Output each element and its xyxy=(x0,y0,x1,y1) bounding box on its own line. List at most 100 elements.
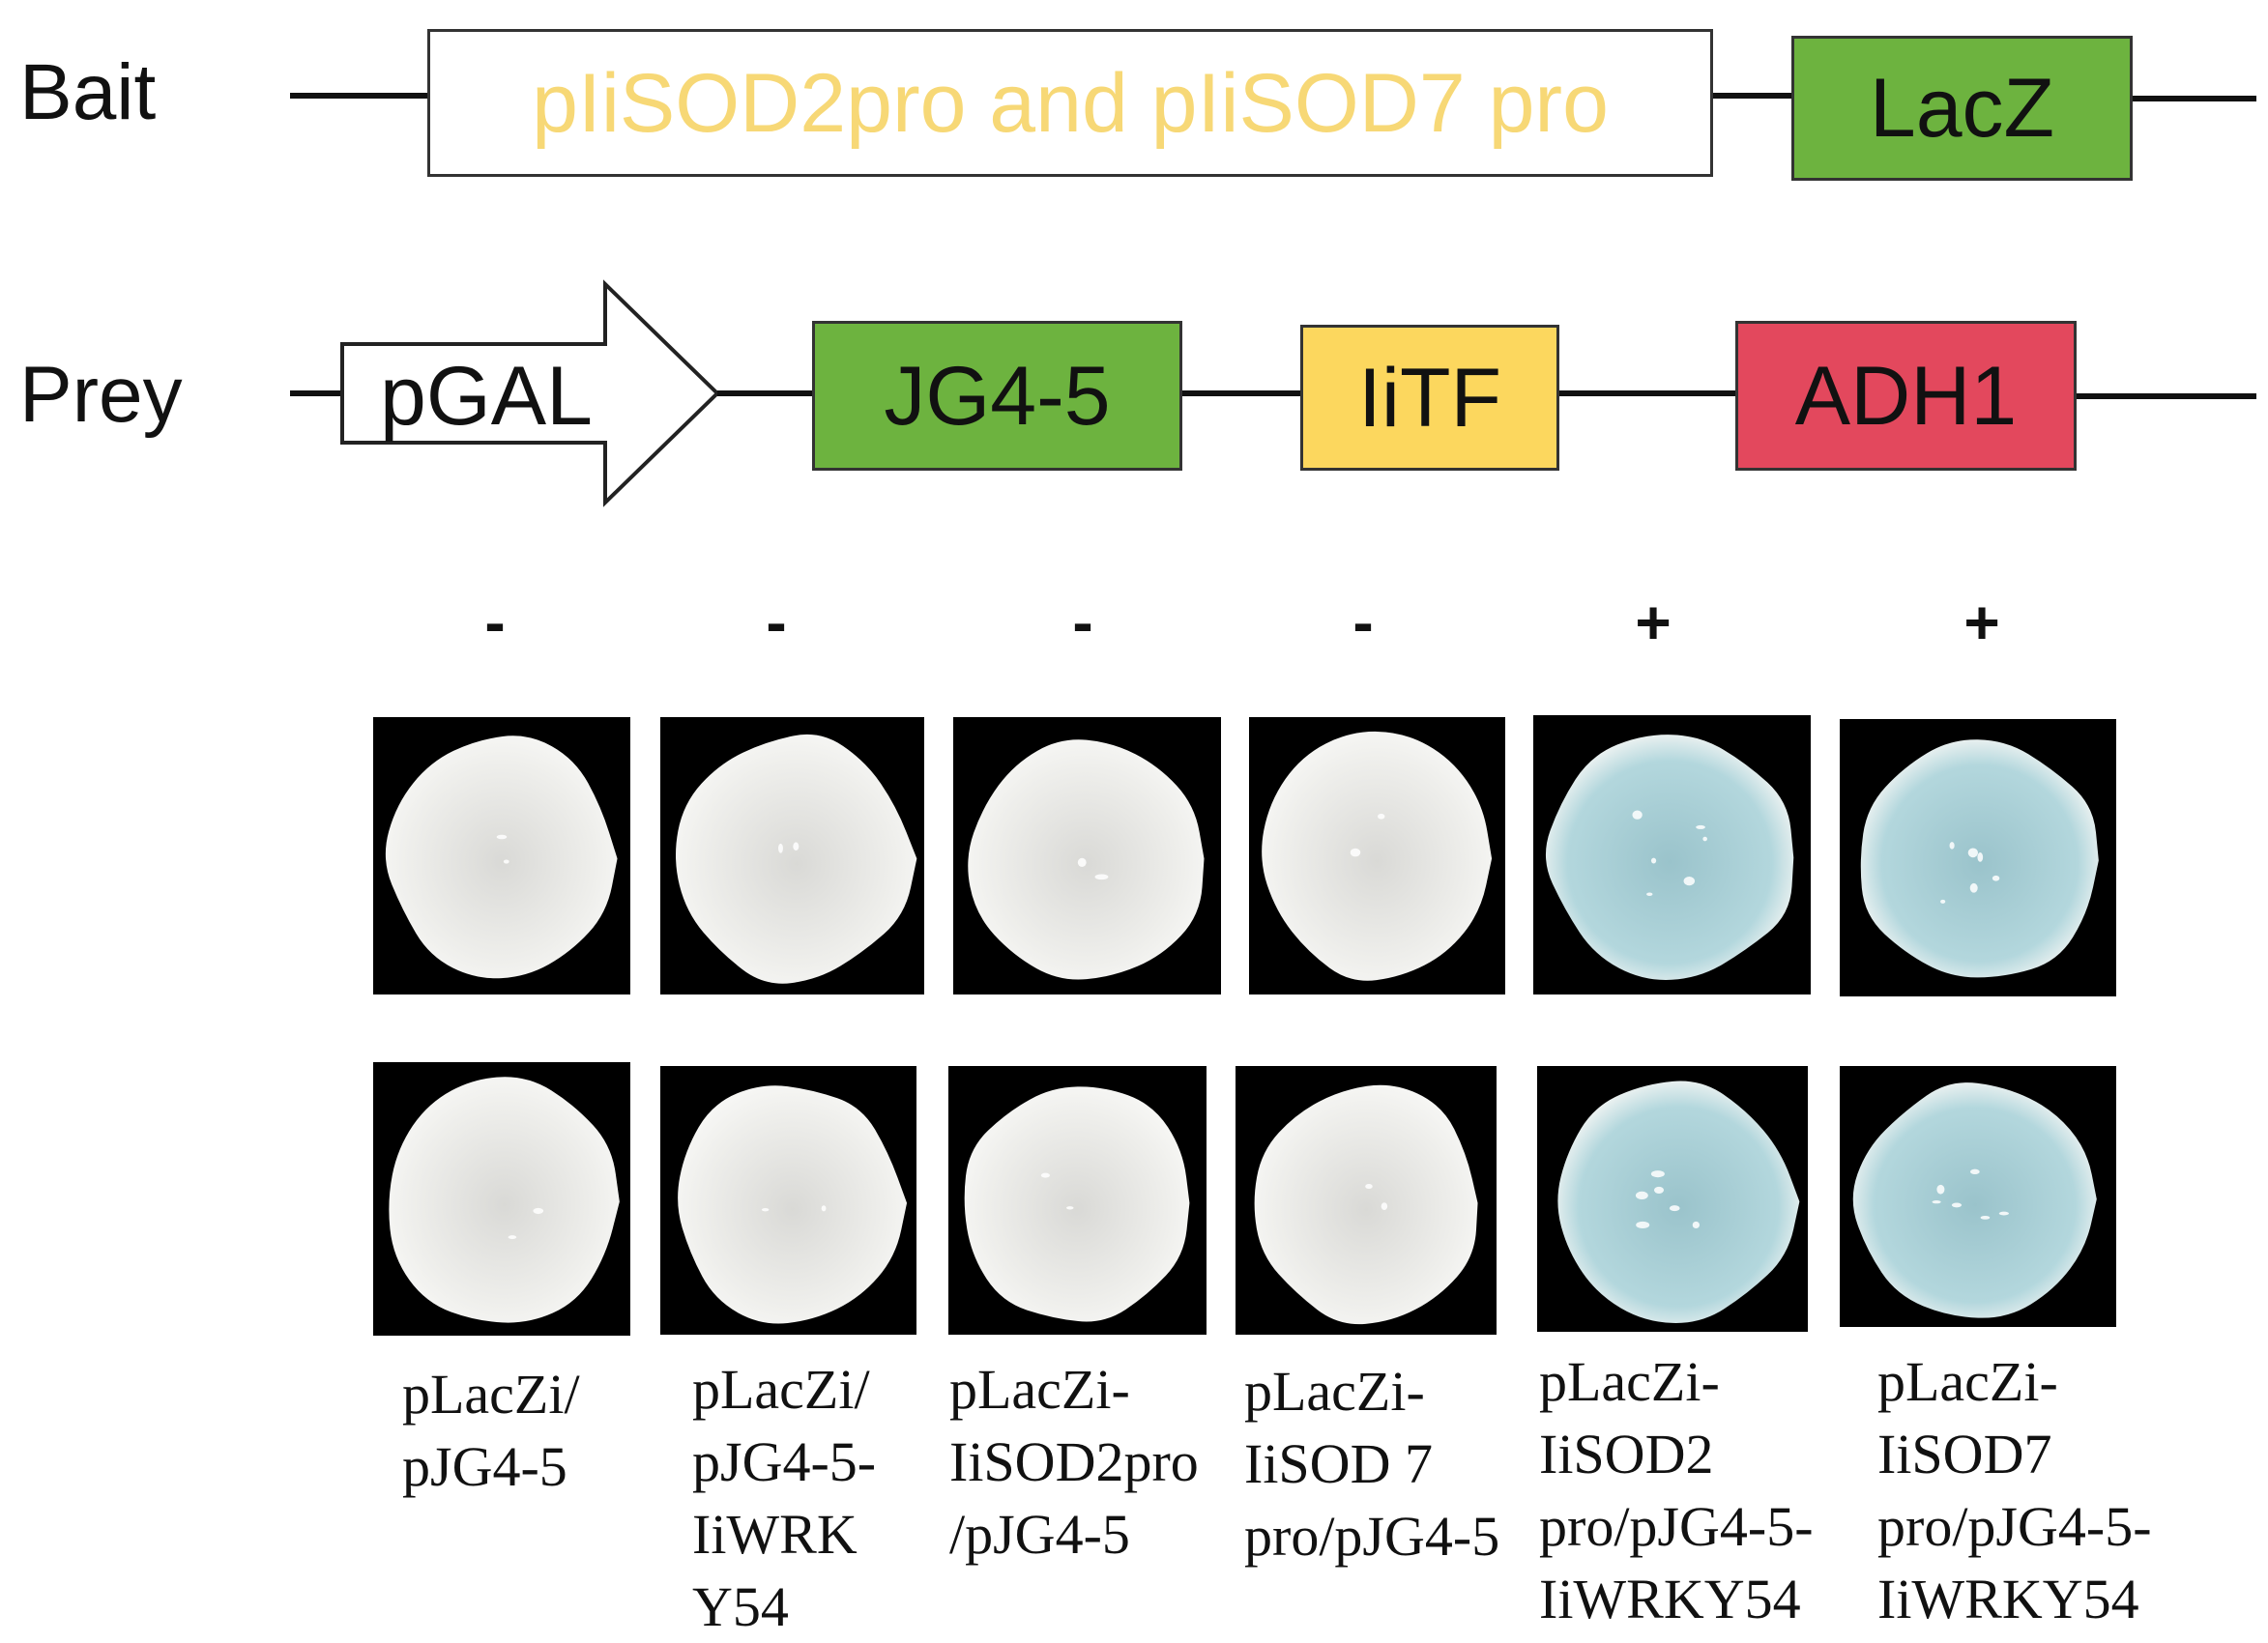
colony-highlight xyxy=(1650,857,1657,864)
prey-adh1-text: ADH1 xyxy=(1794,349,2018,443)
caption-5-line: IiSOD2 xyxy=(1539,1423,1714,1485)
colony-highlight xyxy=(1936,1184,1945,1195)
caption-1-line: pLacZi/ xyxy=(402,1363,580,1426)
prey-label: Prey xyxy=(19,351,183,439)
colony-highlight xyxy=(1967,848,1978,858)
caption-5-line: IiWRKY54 xyxy=(1539,1568,1801,1630)
colony-blob xyxy=(1254,1084,1478,1325)
colony-highlight xyxy=(1635,1191,1648,1200)
colony-blob xyxy=(1545,735,1794,980)
caption-1-line: pJG4-5 xyxy=(402,1435,567,1498)
colony-blob xyxy=(385,735,618,979)
colony-highlight xyxy=(1702,836,1707,842)
colony-highlight xyxy=(1696,824,1705,829)
colony-drawing xyxy=(385,735,618,979)
prey-iitf-text: IiTF xyxy=(1357,351,1502,445)
caption-4-line: pro/pJG4-5 xyxy=(1244,1505,1500,1568)
colony-highlight xyxy=(533,1207,544,1215)
colony-highlight xyxy=(1683,877,1696,886)
colony-panel-r1-3 xyxy=(953,717,1221,994)
caption-3-line: /pJG4-5 xyxy=(949,1503,1130,1566)
pgal-arrow-icon xyxy=(340,279,720,507)
colony-highlight xyxy=(1992,875,2000,881)
prey-line-right xyxy=(2077,393,2256,399)
colony-highlight xyxy=(1646,892,1653,896)
colony-panel-r1-1 xyxy=(373,717,630,994)
colony-highlight xyxy=(821,1205,827,1212)
prey-adh1-box: ADH1 xyxy=(1735,321,2077,471)
colony-drawing xyxy=(1852,1082,2097,1318)
colony-drawing xyxy=(678,1085,908,1324)
caption-5-line: pLacZi- xyxy=(1539,1350,1720,1413)
colony-highlight xyxy=(1969,882,1978,893)
bait-label: Bait xyxy=(19,48,157,136)
colony-highlight xyxy=(1066,1206,1074,1210)
colony-drawing xyxy=(1557,1081,1800,1323)
colony-blob xyxy=(389,1077,620,1323)
result-sign-1: - xyxy=(484,588,506,657)
caption-3-line: pLacZi- xyxy=(949,1358,1130,1421)
caption-5-line: pro/pJG4-5- xyxy=(1539,1495,1814,1558)
prey-jg45-box: JG4-5 xyxy=(812,321,1182,471)
result-sign-2: - xyxy=(766,588,787,657)
colony-panel-r1-4 xyxy=(1249,717,1505,994)
colony-highlight xyxy=(508,1235,517,1240)
bait-promoter-text: pIiSOD2pro and pIiSOD7 pro xyxy=(532,56,1609,150)
colony-highlight xyxy=(1949,842,1955,850)
bait-line-mid xyxy=(1713,93,1794,99)
colony-drawing xyxy=(1262,731,1493,981)
result-sign-5: + xyxy=(1635,588,1672,657)
colony-blob xyxy=(1262,731,1493,981)
colony-highlight xyxy=(778,843,783,853)
colony-highlight xyxy=(1951,1202,1963,1208)
colony-highlight xyxy=(1692,1221,1700,1229)
colony-panel-r2-5 xyxy=(1537,1066,1808,1332)
prey-jg45-text: JG4-5 xyxy=(884,349,1111,443)
prey-line-left xyxy=(290,390,343,396)
caption-4: pLacZi- IiSOD 7 pro/pJG4-5 xyxy=(1244,1355,1499,1572)
pgal-text: pGAL xyxy=(380,350,593,443)
colony-panel-r2-1 xyxy=(373,1062,630,1336)
colony-highlight xyxy=(1077,857,1087,867)
caption-6: pLacZi- IiSOD7 pro/pJG4-5- IiWRKY54 xyxy=(1877,1345,2152,1635)
colony-highlight xyxy=(1669,1205,1680,1212)
colony-drawing xyxy=(675,734,917,984)
colony-blob xyxy=(964,1086,1190,1322)
prey-line-a xyxy=(717,390,814,396)
prey-iitf-box: IiTF xyxy=(1300,325,1559,471)
bait-line-right xyxy=(2133,96,2256,101)
bait-promoter-box: pIiSOD2pro and pIiSOD7 pro xyxy=(427,29,1713,177)
caption-6-line: IiSOD7 xyxy=(1877,1423,2052,1485)
colony-highlight xyxy=(1969,1168,1980,1175)
caption-4-line: pLacZi- xyxy=(1244,1360,1425,1423)
colony-highlight xyxy=(496,834,508,840)
colony-blob xyxy=(1852,1082,2097,1318)
caption-6-line: pLacZi- xyxy=(1877,1350,2058,1413)
colony-highlight xyxy=(1381,1202,1388,1211)
colony-drawing xyxy=(1254,1084,1478,1325)
colony-panel-r2-3 xyxy=(948,1066,1207,1335)
colony-highlight xyxy=(1653,1186,1665,1194)
colony-drawing xyxy=(964,1086,1190,1322)
colony-highlight xyxy=(1932,1200,1941,1204)
bait-lacz-box: LacZ xyxy=(1791,36,2133,181)
bait-lacz-text: LacZ xyxy=(1869,62,2055,155)
colony-highlight xyxy=(1980,1215,1991,1220)
caption-3: pLacZi- IiSOD2pro /pJG4-5 xyxy=(949,1353,1199,1571)
caption-2-line: pLacZi/ xyxy=(692,1358,870,1421)
prey-line-c xyxy=(1559,390,1737,396)
colony-blob xyxy=(678,1085,908,1324)
caption-3-line: IiSOD2pro xyxy=(949,1430,1199,1493)
colony-highlight xyxy=(1977,852,1984,862)
colony-drawing xyxy=(389,1077,620,1323)
result-sign-6: + xyxy=(1963,588,2000,657)
result-sign-3: - xyxy=(1072,588,1093,657)
colony-highlight xyxy=(793,842,800,851)
colony-blob xyxy=(675,734,917,984)
colony-highlight xyxy=(1650,1170,1665,1178)
colony-drawing xyxy=(1545,735,1794,980)
colony-panel-r2-2 xyxy=(660,1066,916,1335)
colony-highlight xyxy=(1040,1172,1050,1178)
colony-blob xyxy=(968,739,1205,980)
caption-2: pLacZi/ pJG4-5- IiWRK Y54 xyxy=(692,1353,876,1643)
